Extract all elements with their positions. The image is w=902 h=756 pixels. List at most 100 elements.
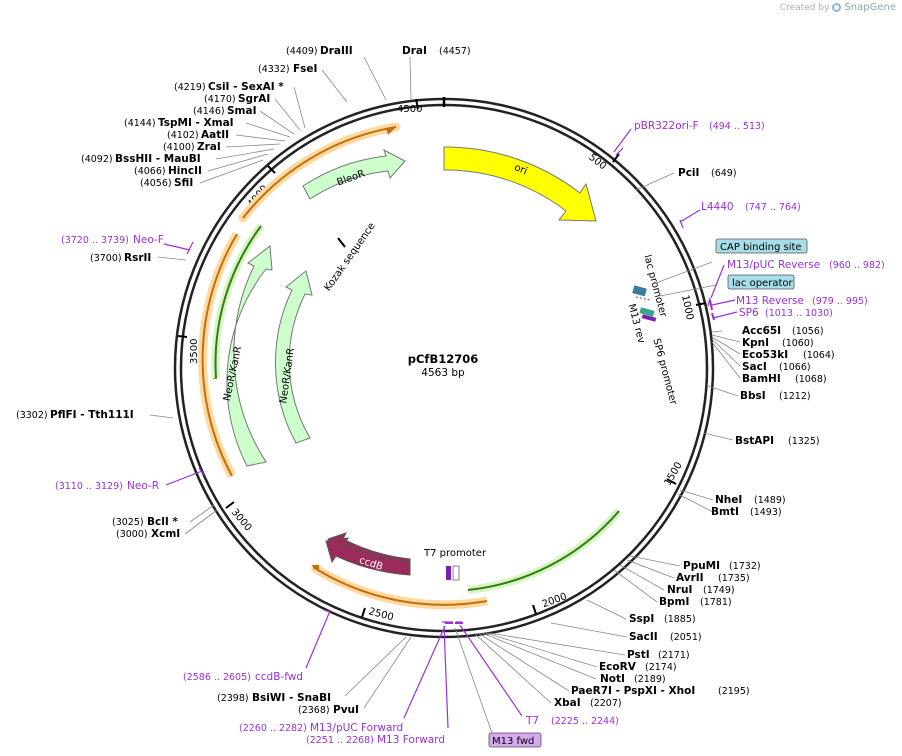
site-name: XbaI bbox=[554, 697, 581, 709]
primer-name: L4440 bbox=[701, 201, 734, 213]
site-name: NruI bbox=[667, 584, 692, 596]
primer-name: M13/pUC Reverse bbox=[727, 259, 820, 271]
site-pos: (2368) bbox=[298, 705, 330, 716]
site-pos: (4092) bbox=[81, 154, 113, 165]
primer-name: pBR322ori-F bbox=[634, 120, 699, 132]
site-pos: (2207) bbox=[590, 698, 622, 709]
tick-label: 3000 bbox=[229, 507, 254, 534]
site-pos: (3000) bbox=[116, 529, 148, 540]
primer-name: SP6 bbox=[739, 307, 759, 319]
site-name: HincII bbox=[168, 165, 202, 177]
m13-rev-block bbox=[641, 314, 657, 322]
tick-label: 500 bbox=[586, 152, 608, 172]
bleor-feature bbox=[302, 148, 406, 200]
primer-lines bbox=[163, 128, 738, 729]
plasmid-name: pCfB12706 bbox=[408, 352, 478, 366]
plasmid-length: 4563 bp bbox=[421, 367, 465, 379]
t7-block bbox=[446, 566, 451, 580]
site-name: SacI bbox=[742, 361, 767, 373]
site-name: EcoRV bbox=[599, 661, 637, 673]
m13-fwd-box: M13 fwd bbox=[488, 732, 542, 748]
primer-range: (494 .. 513) bbox=[709, 121, 765, 132]
site-pos: (2195) bbox=[718, 686, 750, 697]
site-pos: (4219) bbox=[174, 82, 206, 93]
site-name: BclI * bbox=[147, 516, 178, 528]
primer-name: Neo-R bbox=[127, 480, 159, 492]
site-pos: (2051) bbox=[670, 632, 702, 643]
site-name: BamHI bbox=[742, 373, 781, 385]
lac-operator-block bbox=[639, 307, 655, 317]
snapgene-logo-icon bbox=[832, 3, 842, 12]
ori-label: ori bbox=[513, 162, 529, 177]
site-name: BssHII - MauBI bbox=[115, 153, 201, 165]
primer-name: T7 bbox=[525, 715, 539, 727]
site-name: PflFI - Tth111I bbox=[50, 409, 134, 421]
m13-fwd-label: M13 fwd bbox=[492, 736, 534, 747]
site-pos: (4102) bbox=[167, 130, 199, 141]
site-pos: (2174) bbox=[645, 662, 677, 673]
site-pos: (4170) bbox=[204, 94, 236, 105]
lac-promoter-marker bbox=[635, 296, 651, 301]
site-pos: (1056) bbox=[792, 326, 824, 337]
site-pos: (4056) bbox=[140, 178, 172, 189]
t7-promoter-label: T7 promoter bbox=[423, 548, 487, 559]
primer-range: (2586 .. 2605) bbox=[183, 672, 251, 683]
primer-range: (3110 .. 3129) bbox=[55, 481, 123, 492]
tick-label: 3500 bbox=[189, 339, 200, 364]
green-band-bottom-line bbox=[467, 510, 620, 591]
green-band-left-line bbox=[214, 225, 262, 379]
primer-marks bbox=[445, 299, 715, 624]
orange-band-left-line bbox=[201, 233, 238, 477]
site-name: DraIII bbox=[320, 45, 353, 57]
site-pos: (4457) bbox=[439, 46, 471, 57]
site-pos: (3025) bbox=[112, 517, 144, 528]
site-pos: (1064) bbox=[803, 350, 835, 361]
site-name: Acc65I bbox=[742, 325, 781, 337]
site-name: SgrAI bbox=[238, 93, 270, 105]
site-pos: (4144) bbox=[124, 118, 156, 129]
ori-feature bbox=[443, 146, 597, 222]
site-name: ZraI bbox=[197, 141, 221, 153]
neor-feature-outer bbox=[226, 245, 273, 467]
credit-brand: SnapGene bbox=[844, 2, 896, 13]
primer-name: M13 Reverse bbox=[736, 295, 804, 307]
primer-name: M13/pUC Forward bbox=[310, 722, 403, 734]
site-name: PvuI bbox=[333, 704, 359, 716]
site-pos: (1060) bbox=[782, 338, 814, 349]
site-name: RsrII bbox=[124, 252, 151, 264]
primer-range: (1013 .. 1030) bbox=[765, 308, 833, 319]
kozak-marker bbox=[337, 237, 346, 248]
site-name: BmtI bbox=[711, 506, 739, 518]
site-name: AvrII bbox=[676, 572, 704, 584]
primer-range: (747 .. 764) bbox=[745, 202, 801, 213]
site-pos: (1493) bbox=[750, 507, 782, 518]
primer-range: (2260 .. 2282) bbox=[239, 723, 307, 734]
neor-label-outer: NeoR/KanR bbox=[222, 345, 244, 402]
credit: Created by SnapGene bbox=[780, 2, 896, 13]
primer-name: M13 Forward bbox=[377, 734, 445, 746]
primer-range: (960 .. 982) bbox=[829, 260, 885, 271]
primer-name: Neo-F bbox=[133, 234, 164, 246]
site-name: Eco53kI bbox=[742, 349, 788, 361]
site-pos: (1066) bbox=[779, 362, 811, 373]
site-pos: (3700) bbox=[90, 253, 122, 264]
site-pos: (1732) bbox=[729, 561, 761, 572]
site-name: SacII bbox=[629, 631, 658, 643]
site-name: BsiWI - SnaBI bbox=[252, 692, 331, 704]
site-name: NotI bbox=[600, 673, 625, 685]
site-pos: (1489) bbox=[754, 495, 786, 506]
site-name: PaeR7I - PspXI - XhoI bbox=[571, 685, 695, 697]
site-pos: (1885) bbox=[664, 614, 696, 625]
site-pos: (1735) bbox=[718, 573, 750, 584]
site-pos: (1781) bbox=[700, 597, 732, 608]
site-name: TspMI - XmaI bbox=[158, 117, 234, 129]
site-pos: (3302) bbox=[16, 410, 48, 421]
site-name: BbsI bbox=[740, 390, 766, 402]
sp6-promoter-label: SP6 promoter bbox=[650, 337, 679, 407]
primer-range: (2225 .. 2244) bbox=[551, 716, 619, 727]
site-pos: (1212) bbox=[779, 391, 811, 402]
credit-prefix: Created by bbox=[779, 2, 830, 13]
enzyme-labels: (4409) DraIII DraI (4457) (4332) FseI (4… bbox=[16, 45, 835, 716]
site-name: XcmI bbox=[151, 528, 180, 540]
